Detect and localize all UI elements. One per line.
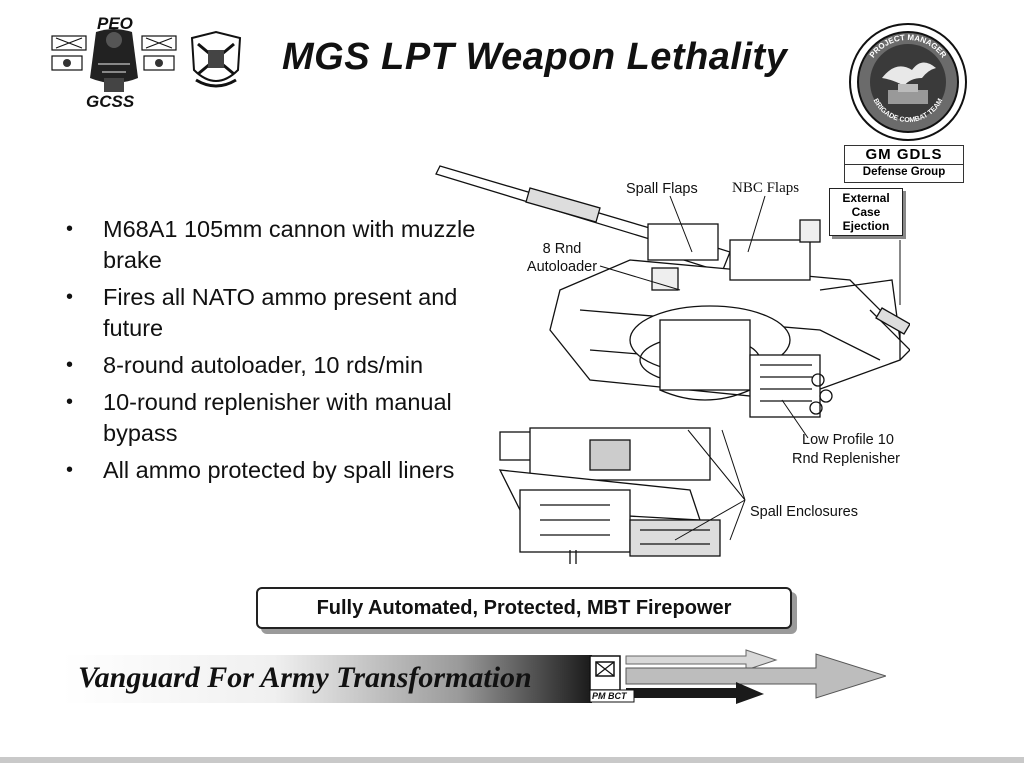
bullet-item: Fires all NATO ammo present and future [60,282,520,344]
bullet-item: 8-round autoloader, 10 rds/min [60,350,520,381]
turret-cutaway-icon [435,165,911,564]
gcss-label: GCSS [86,92,135,111]
peo-label: PEO [97,14,133,33]
label-autoloader: 8 Rnd Autoloader [526,241,598,275]
gdls-logo-text: GM GDLS [865,146,943,163]
label-nbc-flaps: NBC Flaps [732,180,800,196]
arrows-icon [589,649,888,704]
label-external-case-ejection: External Case Ejection [829,188,903,236]
gdls-subtitle: Defense Group [845,164,963,179]
label-spall-flaps: Spall Flaps [626,181,698,197]
label-spall-enclosures: Spall Enclosures [750,504,858,520]
bullet-item: 10-round replenisher with manual bypass [60,387,520,449]
peo-emblem-icon [51,29,177,92]
label-replenisher-line2: Rnd Replenisher [792,451,901,467]
banner-gradient [62,655,592,703]
footer-strip [0,757,1024,763]
peo-gcss-logo: PEO GCSS [46,14,182,114]
banner-arrows: PM BCT [586,648,888,708]
turret-diagram [430,160,911,580]
bullet-item: M68A1 105mm cannon with muzzle brake [60,214,520,276]
bullet-item: All ammo protected by spall liners [60,455,520,486]
crest-icon [190,30,242,88]
summary-callout: Fully Automated, Protected, MBT Firepowe… [256,587,792,629]
banner-text: Vanguard For Army Transformation [78,661,532,694]
seal-icon: PROJECT MANAGER BRIGADE COMBAT TEAM [849,23,967,141]
pm-bct-seal: PROJECT MANAGER BRIGADE COMBAT TEAM [848,22,968,142]
gm-gdls-badge: GM GDLS Defense Group [844,145,964,183]
page-title: MGS LPT Weapon Lethality [282,36,788,78]
label-replenisher-line1: Low Profile 10 [802,432,894,448]
feature-bullet-list: M68A1 105mm cannon with muzzle brake Fir… [60,214,520,492]
banner-badge-label: PM BCT [592,691,627,701]
unit-crest-logo [186,30,246,94]
